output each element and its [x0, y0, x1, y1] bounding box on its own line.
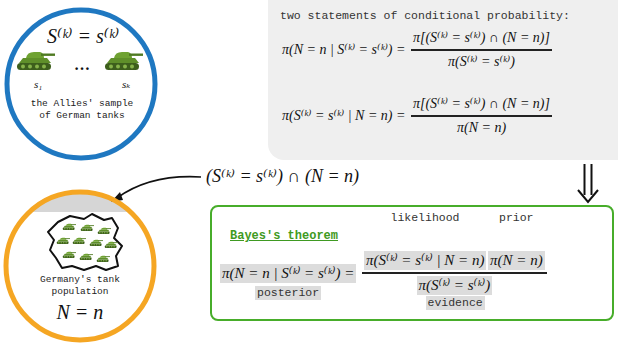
sample-label: s₁ — [34, 78, 42, 91]
formula-term: π(N = n | S⁽ᵏ⁾ = s⁽ᵏ⁾) = — [220, 264, 356, 283]
sample-circle: S⁽ᵏ⁾ = s⁽ᵏ⁾ s₁ … sₖ the Allies' sample of Ge… — [3, 6, 159, 162]
fraction-bar — [411, 115, 552, 116]
formula-term: π[(S⁽ᵏ⁾ = s⁽ᵏ⁾) ∩ (N = n)] — [413, 29, 550, 47]
fraction-bar — [411, 49, 552, 50]
sample-label: sₖ — [122, 78, 130, 91]
term-label: prior — [499, 211, 534, 225]
panel-title: two statements of conditional probabilit… — [280, 9, 570, 23]
formula-term: π(N = n | S⁽ᵏ⁾ = s⁽ᵏ⁾) = — [282, 41, 405, 59]
formula-term: π(N = n) — [457, 119, 506, 137]
tank-icon — [105, 52, 143, 70]
definition-panel: two statements of conditional probabilit… — [268, 0, 618, 160]
fraction-bar — [362, 272, 547, 273]
set-label: N = n — [57, 300, 104, 324]
term-label: posterior — [255, 286, 321, 300]
term-label: evidence — [426, 296, 485, 310]
formula-term: π(S⁽ᵏ⁾ = s⁽ᵏ⁾ | N = n) = — [282, 107, 405, 125]
theorem-title: Bayes's theorem — [230, 229, 338, 244]
formula-term: π(S⁽ᵏ⁾ = s⁽ᵏ⁾ | N = n) — [364, 251, 486, 270]
caption-text: the Allies' sample of German tanks — [26, 98, 138, 122]
term-label: likelihood — [391, 211, 460, 225]
leader-arrow — [117, 177, 201, 198]
ellipsis: … — [74, 56, 90, 74]
formula-term: π(S⁽ᵏ⁾ = s⁽ᵏ⁾) — [448, 53, 515, 71]
formula-term: π[(S⁽ᵏ⁾ = s⁽ᵏ⁾) ∩ (N = n)] — [413, 95, 550, 113]
map-outline — [48, 214, 122, 270]
intersection-label: (S⁽ᵏ⁾ = s⁽ᵏ⁾) ∩ (N = n) — [206, 165, 359, 187]
set-label: S⁽ᵏ⁾ = s⁽ᵏ⁾ — [47, 24, 119, 48]
implies-arrow — [578, 164, 598, 202]
tank-icon — [17, 52, 55, 70]
theorem-box: Bayes's theorem likelihood prior π(N = n | … — [210, 205, 614, 321]
formula-term: π(S⁽ᵏ⁾ = s⁽ᵏ⁾) — [417, 276, 493, 295]
formula-term: π(N = n) — [488, 251, 545, 270]
tank-population — [57, 224, 118, 262]
population-circle: Germany's tank populationN = n — [2, 188, 158, 344]
caption-text: Germany's tank population — [25, 274, 135, 298]
